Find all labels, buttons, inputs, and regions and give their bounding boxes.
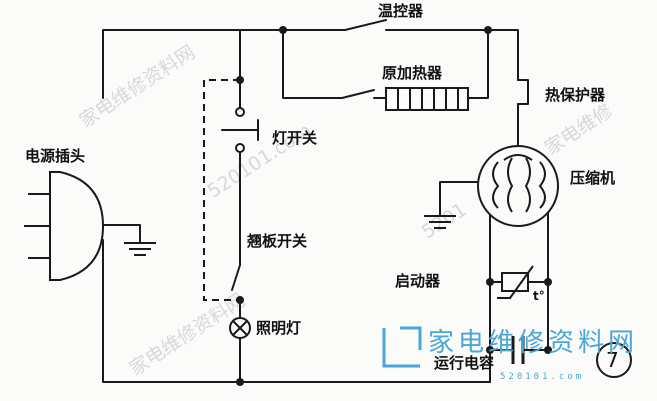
mechanical-linkage	[203, 79, 240, 301]
wire-top-right	[385, 29, 519, 81]
brand-logo-icon	[382, 326, 422, 368]
run-capacitor-label: 运行电容	[434, 354, 495, 372]
lamp-switch-contact-bottom	[235, 143, 245, 153]
lamp-switch-label: 灯开关	[272, 129, 318, 147]
lighting-lamp-symbol	[229, 317, 251, 339]
thermostat-switch	[344, 19, 387, 31]
plug-ground-symbol	[124, 242, 156, 256]
wire-compressor-ground	[439, 181, 479, 216]
wire-plug-ground	[91, 224, 141, 243]
original-heater-label: 原加热器	[382, 64, 443, 82]
run-capacitor-symbol	[511, 336, 525, 364]
lighting-lamp-label: 照明灯	[256, 319, 302, 337]
brand-watermark: 家电维修资料网	[428, 328, 639, 358]
thermal-protector-symbol	[517, 79, 529, 105]
junction-dots	[236, 26, 552, 386]
heater-switch	[341, 89, 375, 99]
thermal-protector-label: 热保护器	[545, 86, 606, 104]
thermostat-label: 温控器	[378, 2, 424, 20]
power-plug-symbol	[24, 171, 105, 281]
starter-symbol	[497, 265, 534, 299]
wire-top-left	[102, 29, 346, 99]
wire-heater-return	[467, 29, 489, 99]
power-plug-label: 电源插头	[25, 147, 86, 165]
flap-switch-blade	[231, 264, 241, 291]
starter-temp-symbol: t°	[533, 289, 545, 303]
compressor-ground-symbol	[424, 215, 456, 229]
figure-number: 7	[606, 348, 619, 372]
compressor-label: 压缩机	[570, 169, 616, 187]
lamp-switch-contact-top	[235, 107, 245, 117]
heater-element	[385, 87, 469, 111]
flap-switch-label: 翘板开关	[247, 232, 308, 250]
wire-bottom	[102, 239, 491, 383]
compressor-symbol	[477, 145, 559, 227]
brand-domain: 520101.com	[500, 372, 585, 382]
starter-label: 启动器	[395, 272, 441, 290]
wire-heater-branch	[282, 29, 343, 99]
figure-number-circle	[596, 342, 632, 378]
